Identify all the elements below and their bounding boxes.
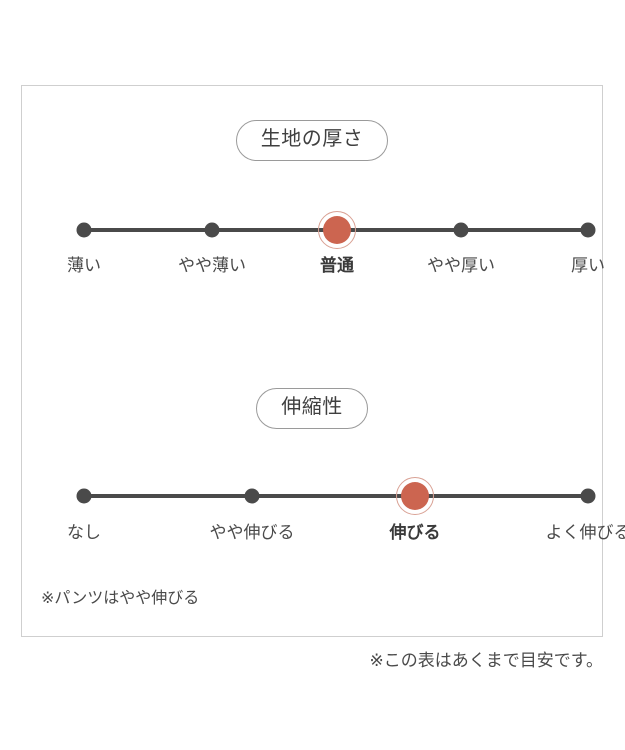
scale-dot[interactable] <box>453 222 469 238</box>
fabric-thickness-labels: 薄い やや薄い 普通 やや厚い 厚い <box>22 252 605 282</box>
stretchiness-scale[interactable] <box>22 477 604 515</box>
scale-label[interactable]: やや伸びる <box>209 523 295 542</box>
fabric-thickness-title-wrap: 生地の厚さ <box>22 120 602 161</box>
scale-label[interactable]: やや薄い <box>178 256 246 275</box>
scale-track <box>84 494 588 498</box>
scale-dot[interactable] <box>580 488 596 504</box>
fabric-thickness-scale[interactable] <box>22 211 604 249</box>
pants-stretch-note: ※パンツはやや伸びる <box>41 590 200 607</box>
fabric-thickness-title-pill: 生地の厚さ <box>235 120 389 161</box>
stretchiness-title-pill: 伸縮性 <box>256 388 368 429</box>
scale-label[interactable]: なし <box>67 523 101 542</box>
scale-label[interactable]: 厚い <box>571 256 605 275</box>
scale-label[interactable]: やや厚い <box>427 256 495 275</box>
scale-dot[interactable] <box>76 488 92 504</box>
scale-dot[interactable] <box>580 222 596 238</box>
scale-dot-active-ring <box>318 211 356 249</box>
scale-dot-active-ring <box>396 477 434 515</box>
section-fabric-thickness: 生地の厚さ 薄い やや薄い 普通 やや厚い 厚い <box>22 120 605 282</box>
stretchiness-title-wrap: 伸縮性 <box>22 388 602 429</box>
scale-dot-selected[interactable] <box>401 482 429 510</box>
scale-label-selected[interactable]: 伸びる <box>389 523 441 542</box>
scale-dot[interactable] <box>204 222 220 238</box>
stretchiness-labels: なし やや伸びる 伸びる よく伸びる <box>22 519 625 549</box>
scale-dot[interactable] <box>244 488 260 504</box>
disclaimer-note: ※この表はあくまで目安です。 <box>369 651 603 670</box>
spec-panel: 生地の厚さ 薄い やや薄い 普通 やや厚い 厚い 伸縮性 なし やや伸びる 伸びる よく伸びる… <box>21 85 625 637</box>
scale-dot-selected[interactable] <box>323 216 351 244</box>
scale-label[interactable]: よく伸びる <box>545 523 625 542</box>
scale-label[interactable]: 薄い <box>67 256 101 275</box>
section-stretchiness: 伸縮性 なし やや伸びる 伸びる よく伸びる <box>22 388 625 549</box>
scale-label-selected[interactable]: 普通 <box>320 256 354 275</box>
scale-dot[interactable] <box>76 222 92 238</box>
